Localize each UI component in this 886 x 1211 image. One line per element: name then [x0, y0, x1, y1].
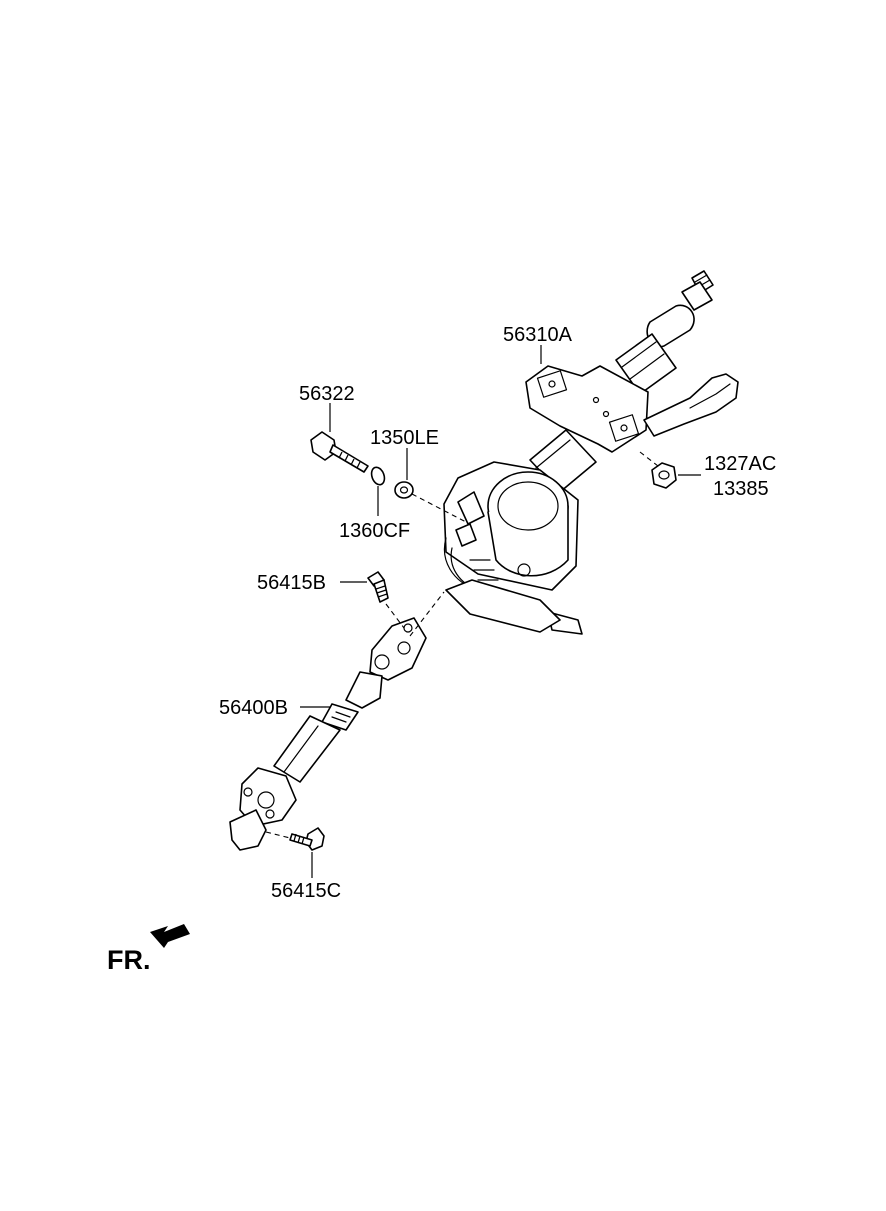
label-56322: 56322	[299, 383, 355, 405]
label-56415b: 56415B	[257, 572, 326, 594]
nut-1327ac	[651, 462, 677, 489]
label-56310a: 56310A	[503, 324, 573, 346]
fr-label: FR.	[107, 945, 151, 975]
front-arrow-icon	[150, 924, 190, 948]
intermediate-shaft-56400b	[229, 617, 427, 851]
label-56415c: 56415C	[271, 880, 341, 902]
washer-1360cf	[370, 466, 386, 486]
steering-column-assembly	[443, 270, 739, 635]
bolt-56415b	[367, 571, 389, 603]
label-56400b: 56400B	[219, 697, 288, 719]
front-direction-marker: FR.	[107, 924, 190, 975]
washer-1350le	[394, 481, 414, 499]
label-1360cf: 1360CF	[339, 520, 410, 542]
label-1327ac: 1327AC	[704, 453, 776, 475]
label-13385: 13385	[713, 478, 769, 500]
bolt-56322	[310, 431, 369, 473]
leader-lines	[300, 345, 701, 878]
bolt-56415c	[289, 827, 325, 851]
label-1350le: 1350LE	[370, 427, 439, 449]
